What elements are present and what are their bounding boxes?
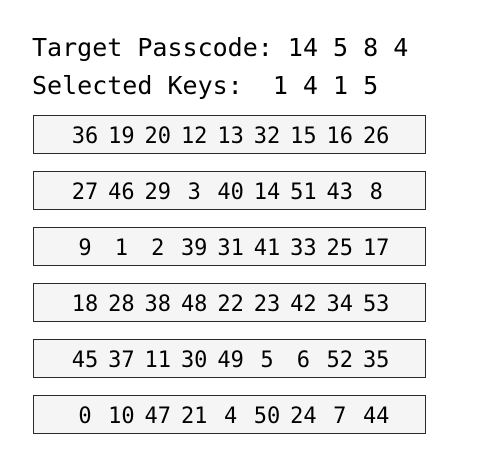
keypad-key[interactable]: 14 (253, 180, 281, 205)
keypad-key[interactable]: 26 (362, 124, 390, 149)
keypad-key[interactable]: 43 (326, 180, 354, 205)
keypad-key[interactable]: 4 (223, 404, 238, 429)
keypad-key[interactable]: 18 (71, 292, 99, 317)
keypad-key[interactable]: 25 (326, 236, 354, 261)
keypad-key[interactable]: 48 (180, 292, 208, 317)
keypad-key[interactable]: 53 (362, 292, 390, 317)
keypad-key[interactable]: 34 (326, 292, 354, 317)
keypad-key[interactable]: 50 (253, 404, 281, 429)
keypad-key[interactable]: 12 (180, 124, 208, 149)
keypad-key[interactable]: 22 (217, 292, 244, 317)
keypad-key[interactable]: 31 (217, 236, 244, 261)
keypad-row: 18 28 38 48 22 23 42 34 53 (33, 283, 426, 322)
keypad-key[interactable]: 41 (253, 236, 281, 261)
keypad-key[interactable]: 33 (290, 236, 317, 261)
keypad-key[interactable]: 17 (362, 236, 390, 261)
keypad-key[interactable]: 42 (290, 292, 317, 317)
target-passcode-label: Target Passcode: (32, 33, 273, 62)
selected-keys-line: Selected Keys: 1 4 1 5 (32, 73, 378, 98)
keypad-key[interactable]: 49 (217, 348, 244, 373)
selected-keys-label: Selected Keys: (32, 71, 243, 100)
keypad-key[interactable]: 13 (217, 124, 244, 149)
target-passcode-line: Target Passcode: 14 5 8 4 (32, 35, 408, 60)
keypad-key[interactable]: 21 (180, 404, 208, 429)
keypad-key[interactable]: 20 (144, 124, 172, 149)
keypad-key[interactable]: 5 (260, 348, 274, 373)
keypad-key[interactable]: 27 (71, 180, 99, 205)
keypad-key[interactable]: 51 (290, 180, 317, 205)
keypad-key[interactable]: 46 (108, 180, 135, 205)
keypad-key[interactable]: 29 (144, 180, 172, 205)
target-passcode-value: 14 5 8 4 (287, 33, 409, 62)
keypad-key[interactable]: 23 (253, 292, 281, 317)
keypad-key[interactable]: 39 (180, 236, 208, 261)
keypad-key[interactable]: 28 (108, 292, 135, 317)
keypad-row: 0 10 47 21 4 50 24 7 44 (33, 395, 426, 434)
keypad-key[interactable]: 38 (144, 292, 172, 317)
keypad-key[interactable]: 16 (326, 124, 354, 149)
keypad-key[interactable]: 9 (78, 236, 92, 261)
keypad-key[interactable]: 1 (114, 236, 129, 261)
keypad-key[interactable]: 15 (290, 124, 317, 149)
keypad-key[interactable]: 52 (326, 348, 354, 373)
keypad-key[interactable]: 24 (290, 404, 317, 429)
keypad-key[interactable]: 0 (78, 404, 92, 429)
keypad-key[interactable]: 8 (369, 180, 383, 205)
keypad-key[interactable]: 35 (362, 348, 390, 373)
keypad-key[interactable]: 36 (71, 124, 99, 149)
keypad-key[interactable]: 7 (333, 404, 347, 429)
keypad-row: 27 46 29 3 40 14 51 43 8 (33, 171, 426, 210)
keypad-key[interactable]: 3 (187, 180, 201, 205)
keypad-key[interactable]: 40 (217, 180, 244, 205)
keypad-key[interactable]: 6 (296, 348, 311, 373)
keypad-key[interactable]: 11 (144, 348, 172, 373)
keypad-key[interactable]: 37 (108, 348, 135, 373)
keypad-row: 36 19 20 12 13 32 15 16 26 (33, 115, 426, 154)
keypad-key[interactable]: 32 (253, 124, 281, 149)
keypad-key[interactable]: 19 (108, 124, 135, 149)
keypad-key[interactable]: 45 (71, 348, 99, 373)
keypad-key[interactable]: 47 (144, 404, 172, 429)
keypad-key[interactable]: 30 (180, 348, 208, 373)
keypad-key[interactable]: 10 (108, 404, 135, 429)
selected-keys-value: 1 4 1 5 (272, 71, 379, 100)
keypad-key[interactable]: 2 (151, 236, 165, 261)
keypad-key[interactable]: 44 (362, 404, 390, 429)
